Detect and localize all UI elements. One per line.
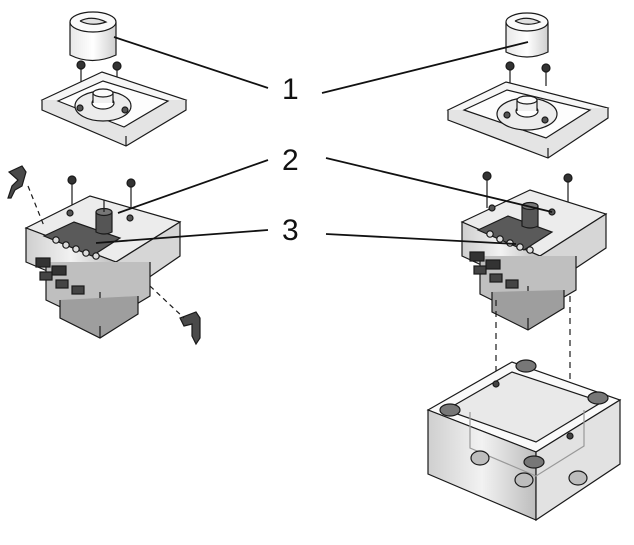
flush-box-icon xyxy=(426,359,622,522)
callout-label: 3 xyxy=(282,214,299,247)
leader-2-left xyxy=(117,159,269,214)
leader-1-left xyxy=(113,36,269,89)
right-assembly xyxy=(426,12,622,522)
rotary-knob-cap-icon xyxy=(505,12,549,58)
leader-1-right xyxy=(321,41,529,94)
leader-lines xyxy=(95,36,553,245)
callout-label: 1 xyxy=(282,73,299,106)
leader-2-right xyxy=(325,157,553,213)
terminal-block-icon xyxy=(42,221,122,260)
mounting-claw-icon xyxy=(7,165,201,346)
left-assembly xyxy=(7,11,201,346)
leader-3-right xyxy=(325,233,517,245)
screw-icon xyxy=(76,60,122,84)
dimmer-insert-icon xyxy=(24,195,182,339)
cover-plate-icon xyxy=(446,81,610,159)
rotary-knob-cap-icon xyxy=(69,11,117,62)
dimmer-insert-icon xyxy=(460,189,608,331)
screw-icon xyxy=(505,61,551,86)
cover-plate-icon xyxy=(40,71,188,147)
callout-label: 2 xyxy=(282,144,299,177)
leader-3-left xyxy=(95,229,269,244)
